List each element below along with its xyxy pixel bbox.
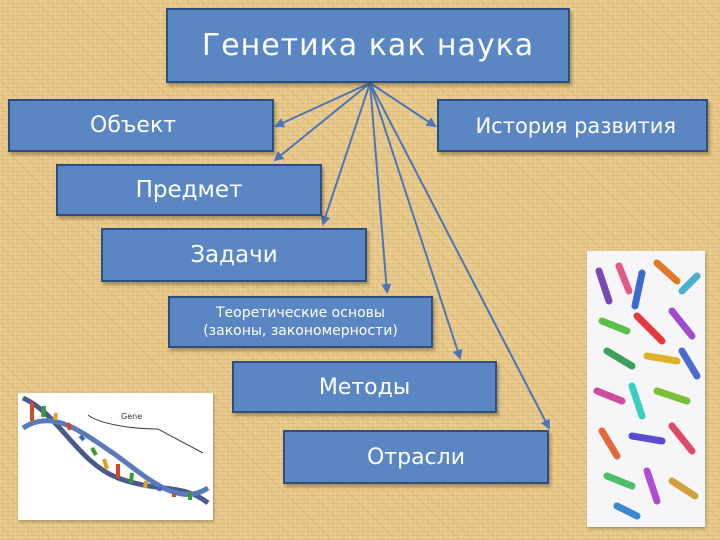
arrow-to-subject — [273, 82, 371, 162]
arrow-to-history — [369, 82, 437, 128]
arrow-to-branches — [369, 82, 550, 430]
arrow-to-theory — [369, 82, 392, 294]
box-branches: Отрасли — [283, 430, 549, 484]
box-subject: Предмет — [56, 164, 322, 216]
box-methods: Методы — [232, 361, 497, 413]
box-tasks: Задачи — [101, 228, 367, 282]
chromosomes-image — [587, 251, 705, 527]
arrow-to-tasks — [320, 82, 371, 226]
box-theory: Теоретические основы (законы, закономерн… — [168, 296, 433, 348]
box-history: История развития — [437, 99, 708, 152]
dna-gene-label: Gene — [121, 412, 142, 421]
arrow-to-object — [274, 82, 371, 128]
box-object: Объект — [8, 99, 274, 152]
diagram-title: Генетика как наука — [166, 8, 570, 83]
dna-helix-image: Gene — [18, 393, 213, 520]
arrow-to-methods — [369, 82, 463, 360]
